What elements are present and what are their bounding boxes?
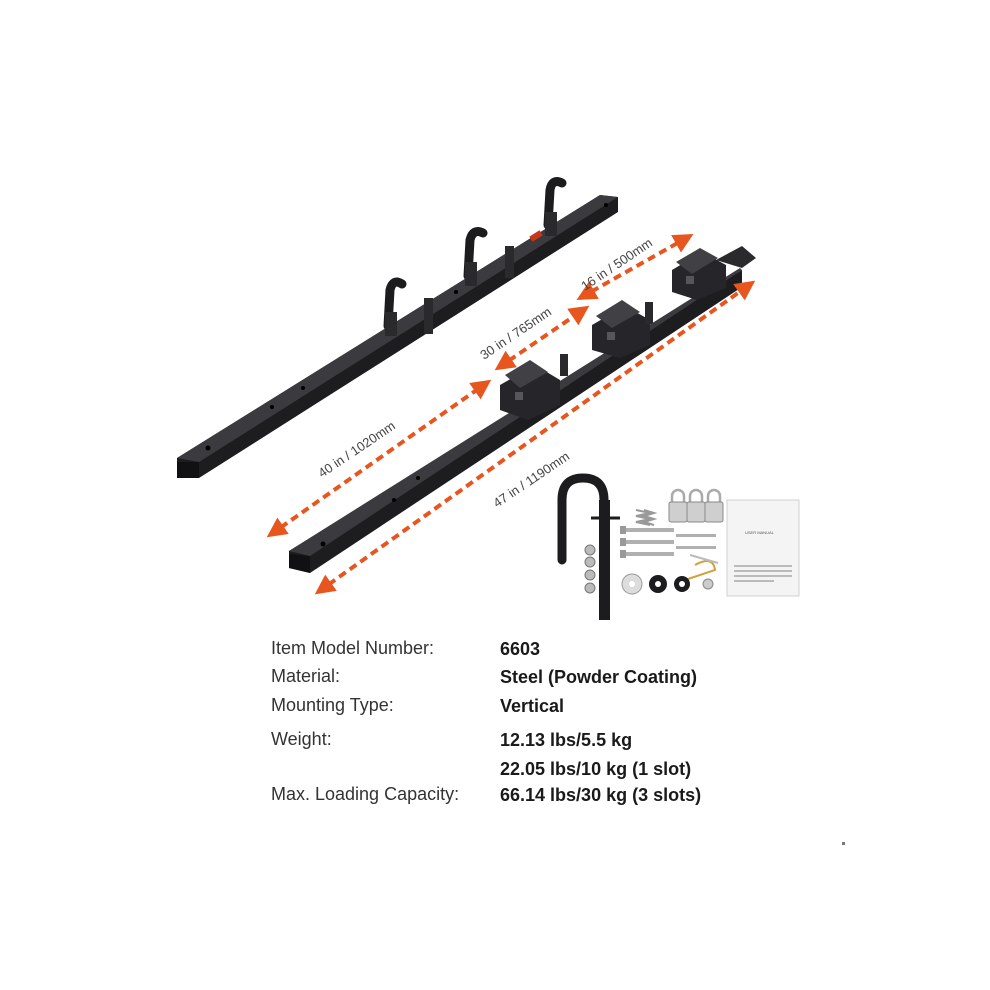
spec-row-weight: Weight: 12.13 lbs/5.5 kg	[271, 727, 791, 753]
lynch-pin-icon	[684, 554, 719, 581]
spec-value-weight: 12.13 lbs/5.5 kg	[500, 727, 632, 753]
arrow-30in	[494, 305, 590, 371]
padlock-icon	[668, 488, 724, 523]
spec-label-mounting: Mounting Type:	[271, 695, 394, 715]
accessories: USER MANUAL	[557, 473, 800, 620]
spec-value-text: 22.05 lbs/10 kg (1 slot)	[500, 759, 692, 779]
spring-icon	[635, 509, 658, 526]
arrow-47in	[314, 280, 756, 595]
spec-row-model: Item Model Number: 6603	[271, 636, 791, 662]
product-illustration: 40 in / 1020mm 47 in / 1190mm 30 in / 76…	[177, 177, 800, 620]
spec-label-weight: Weight:	[271, 729, 332, 749]
spec-row-material: Material: Steel (Powder Coating)	[271, 664, 791, 690]
front-rack-bar	[289, 246, 756, 573]
spec-value-text: 66.14 lbs/30 kg (3 slots)	[500, 785, 702, 805]
rear-hook-2	[463, 227, 514, 286]
spec-value-text: 12.13 lbs/5.5 kg	[500, 730, 633, 750]
spec-value-model: 6603	[500, 636, 540, 662]
spec-row-capacity: Max. Loading Capacity: 22.05 lbs/10 kg (…	[271, 756, 791, 812]
spec-value-text: 6603	[500, 639, 541, 659]
dim-label-40in: 40 in / 1020mm	[315, 418, 398, 481]
spec-value-capacity: 22.05 lbs/10 kg (1 slot) 66.14 lbs/30 kg…	[500, 756, 701, 808]
nut-icon	[584, 544, 596, 594]
j-hook-icon	[557, 473, 620, 620]
arrow-16in	[576, 234, 694, 300]
spec-value-text: Steel (Powder Coating)	[500, 667, 698, 687]
rear-hook-1	[543, 177, 567, 236]
spec-label-model: Item Model Number:	[271, 638, 435, 658]
arrow-40in	[266, 379, 492, 538]
spec-value-text: Vertical	[500, 696, 565, 716]
bolt-icon	[620, 526, 716, 558]
spec-value-mounting: Vertical	[500, 693, 564, 719]
manual-title: USER MANUAL	[745, 530, 775, 535]
dimension-arrows	[266, 234, 756, 595]
decorative-dot	[842, 842, 845, 845]
spec-label-capacity: Max. Loading Capacity:	[271, 784, 460, 804]
spec-value-material: Steel (Powder Coating)	[500, 664, 697, 690]
dim-label-30in: 30 in / 765mm	[477, 304, 554, 362]
spec-label-material: Material:	[271, 666, 341, 686]
manual-icon: USER MANUAL	[726, 499, 800, 597]
spec-row-mounting: Mounting Type: Vertical	[271, 693, 791, 719]
washer-icon	[621, 573, 714, 595]
